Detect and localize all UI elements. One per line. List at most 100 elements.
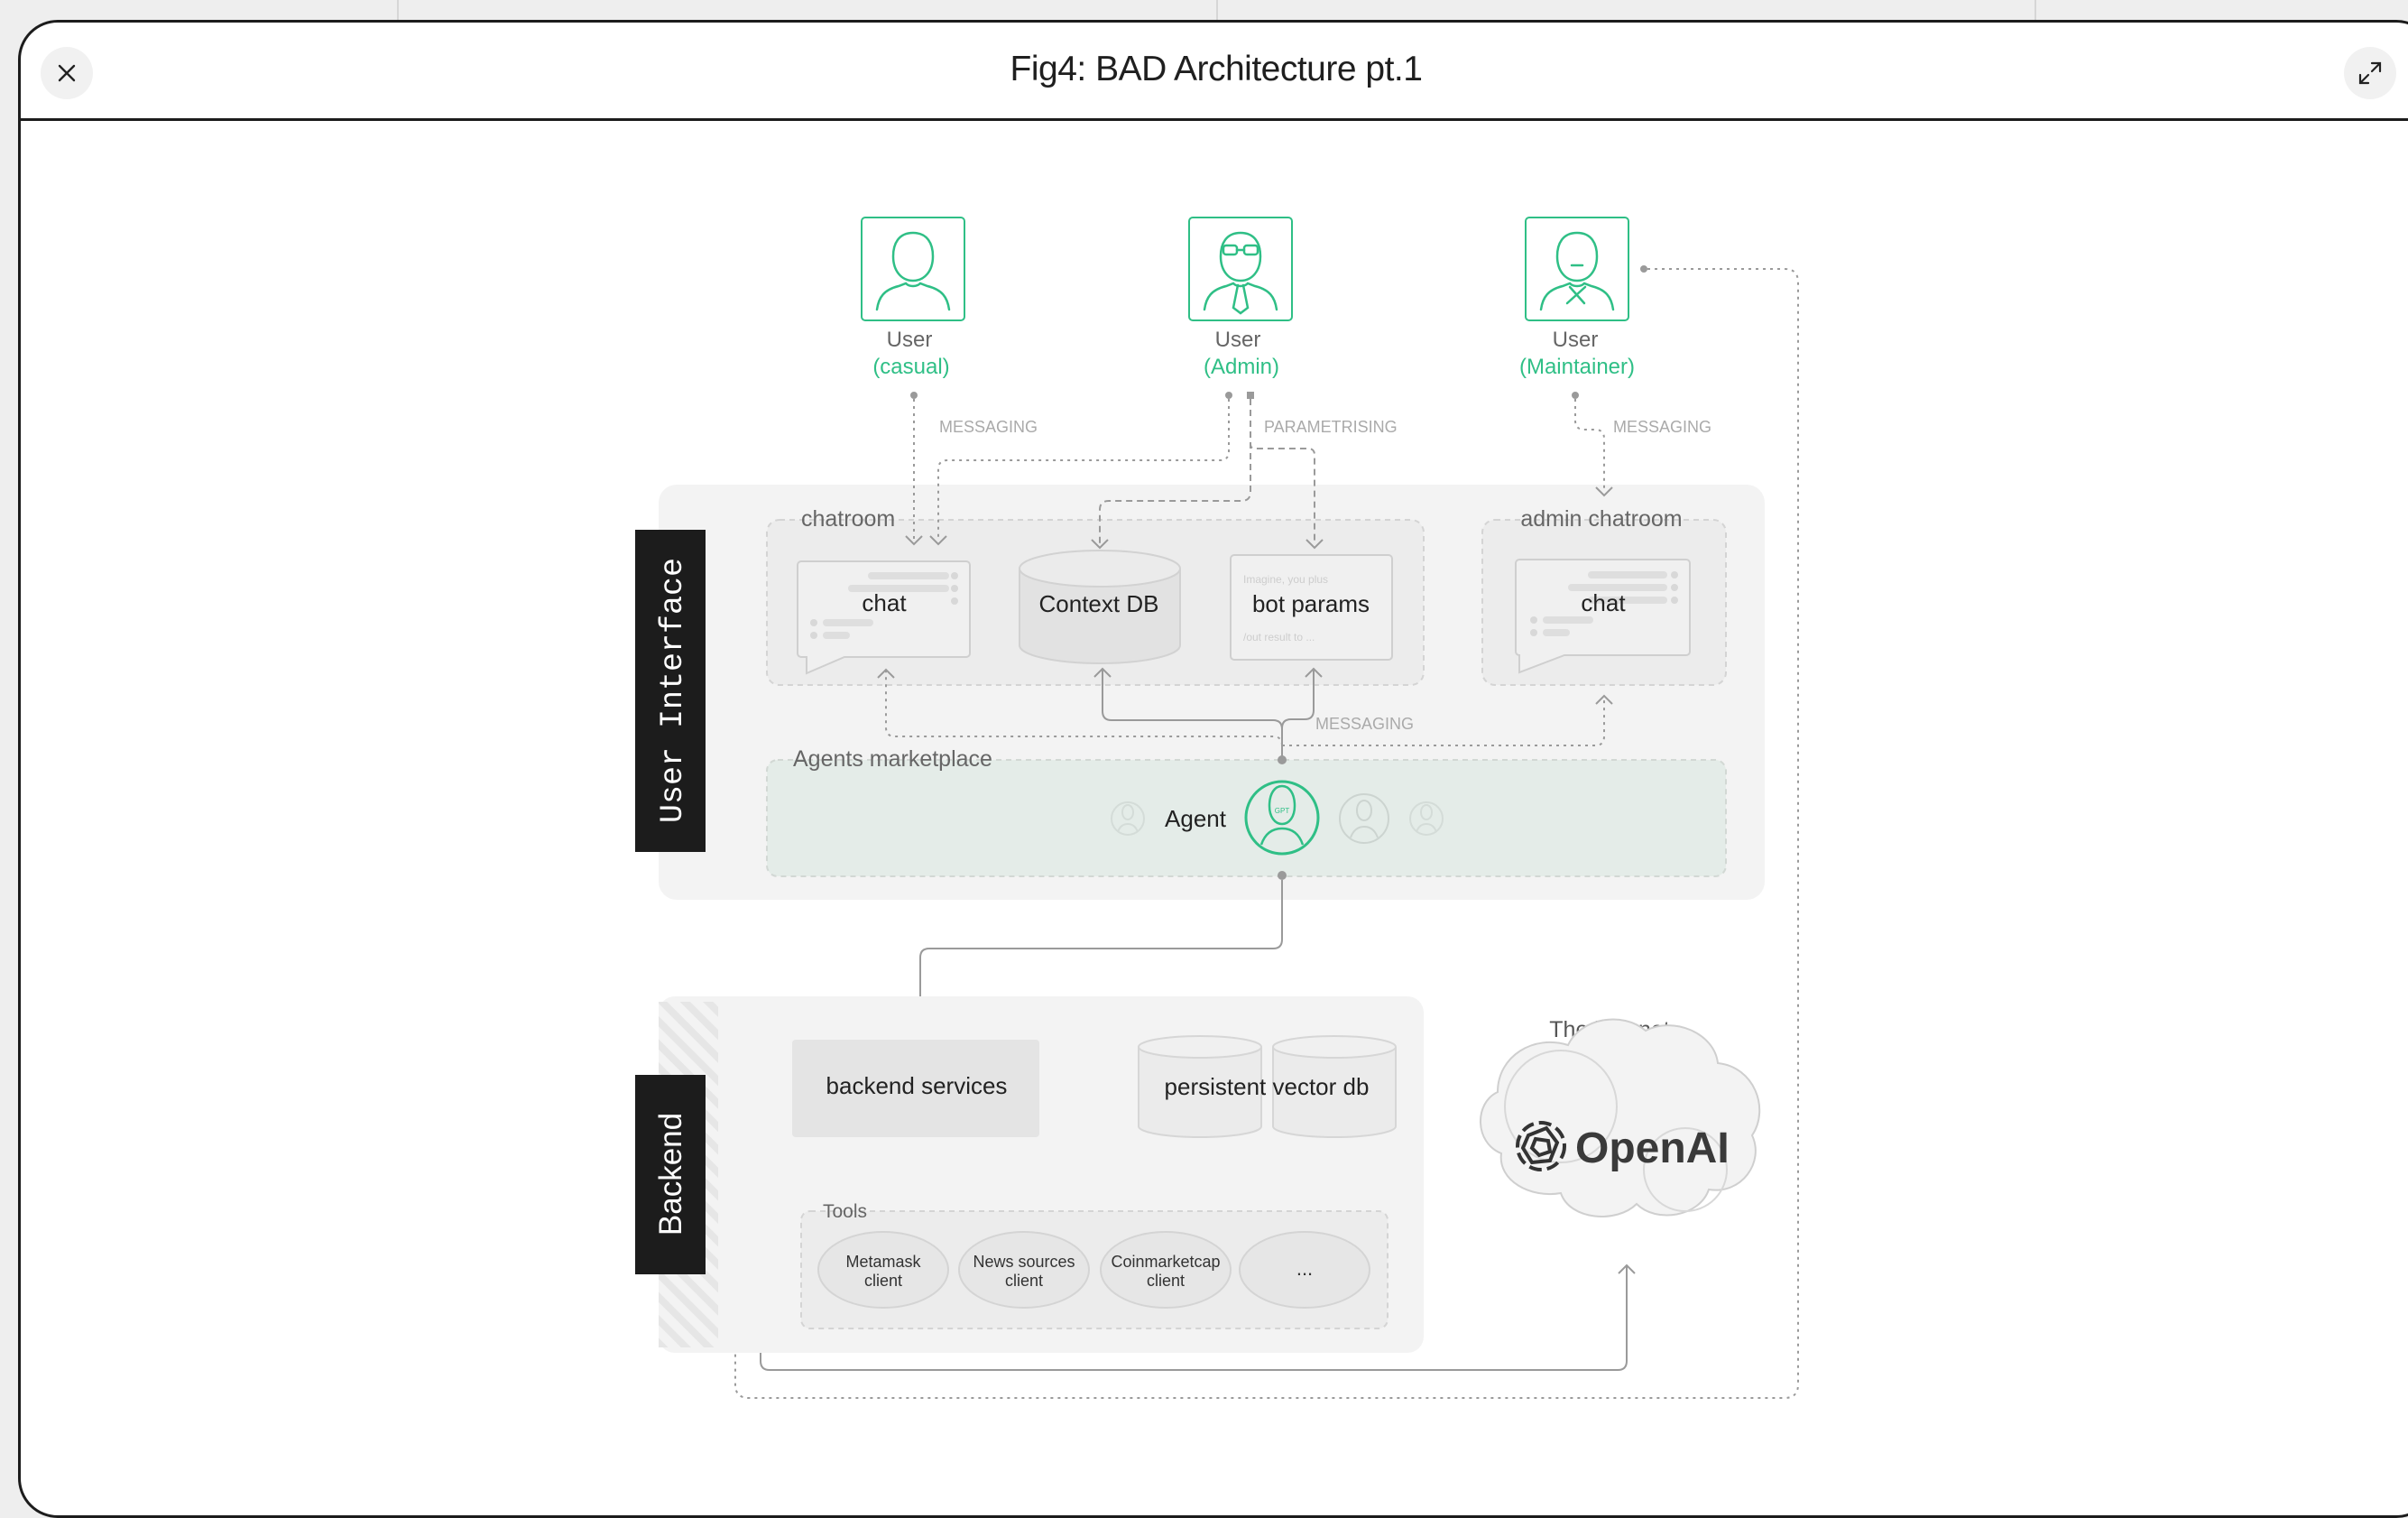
user-casual-line1: User <box>887 328 933 352</box>
bot-params-label: bot params <box>1252 590 1370 617</box>
backend-label: Backend <box>653 1113 688 1236</box>
chatroom-label: chatroom <box>801 506 895 532</box>
chat-line <box>1543 629 1570 636</box>
agent-gpt-icon <box>1259 784 1305 846</box>
chat-line <box>848 585 949 592</box>
user-interface-tab <box>635 530 706 852</box>
backend-services-label: backend services <box>826 1072 1008 1099</box>
user-casual: User (casual) <box>861 217 965 379</box>
agents-marketplace-label: Agents marketplace <box>793 746 992 772</box>
backend-tab <box>635 1075 706 1274</box>
db-cylinder-left-top <box>1138 1035 1262 1059</box>
chat-dot <box>1530 616 1537 624</box>
chat-dot <box>951 572 958 579</box>
openai-wordmark: OpenAI <box>1575 1125 1730 1172</box>
persistent-db-label: persistent vector db <box>1165 1073 1370 1100</box>
db-cylinder-right <box>1272 1047 1397 1138</box>
admin-user-icon <box>1203 231 1278 315</box>
tool-label-line1: Metamask <box>845 1253 921 1271</box>
tools-area <box>800 1210 1389 1329</box>
user-maintainer-frame <box>1525 217 1629 321</box>
db-cylinder-left <box>1138 1047 1262 1138</box>
architecture-diagram: User (casual) User (Admin) User (Maintai… <box>635 217 1799 1399</box>
modal-header: Fig4: BAD Architecture pt.1 <box>21 23 2408 121</box>
tool-label-line1: ... <box>1296 1257 1313 1280</box>
close-button[interactable] <box>41 47 93 99</box>
background-columns <box>0 0 2408 27</box>
chat-line <box>823 632 850 639</box>
edge-label-messaging: MESSAGING <box>939 418 1038 436</box>
chat-dot <box>810 619 817 626</box>
chat-dot <box>951 585 958 592</box>
chat-line <box>1588 571 1667 579</box>
user-maintainer: User (Maintainer) <box>1519 217 1635 379</box>
edge-label-parametrising: PARAMETRISING <box>1264 418 1398 436</box>
agent-badge: GPT <box>1275 807 1290 815</box>
admin-chat-box[interactable]: chat <box>1515 559 1691 674</box>
internet-cloud <box>1480 1018 1761 1217</box>
tool-metamask-client[interactable]: Metamask client <box>817 1231 949 1309</box>
column-divider <box>1216 0 1218 27</box>
tool-ellipse <box>1100 1231 1232 1309</box>
tool-ellipse <box>1239 1231 1370 1309</box>
chat-label: chat <box>862 589 907 616</box>
bot-params-box[interactable]: Imagine, you plus /out result to ... bot… <box>1230 554 1393 661</box>
tool-label-line1: News sources <box>973 1253 1075 1271</box>
chat-dot <box>810 632 817 639</box>
context-db[interactable]: Context DB <box>1019 550 1181 664</box>
user-casual-frame <box>861 217 965 321</box>
tool-coinmarketcap-client[interactable]: Coinmarketcap client <box>1100 1231 1232 1309</box>
column-divider <box>397 0 399 27</box>
agent-circle <box>1244 780 1320 856</box>
agent-faded-icon <box>1409 801 1444 836</box>
agent-label: Agent <box>1165 805 1227 832</box>
context-db-top <box>1019 550 1181 588</box>
user-admin-line2: (Admin) <box>1204 355 1279 379</box>
tool-label-line2: client <box>864 1272 902 1290</box>
user-maintainer-line1: User <box>1553 328 1599 352</box>
tool-news-sources-client[interactable]: News sources client <box>958 1231 1090 1309</box>
chat-dot <box>1671 597 1678 604</box>
maintainer-user-icon <box>1539 231 1615 311</box>
edge-label-messaging: MESSAGING <box>1315 715 1414 733</box>
tool-label-line1: Coinmarketcap <box>1111 1253 1220 1271</box>
chat-dot <box>1671 571 1678 579</box>
chat-dot <box>1671 584 1678 591</box>
bot-params-hint-2: /out result to ... <box>1243 631 1315 643</box>
user-maintainer-line2: (Maintainer) <box>1519 355 1635 379</box>
chat-line <box>868 572 949 579</box>
tool-label-line2: client <box>1147 1272 1185 1290</box>
user-admin: User (Admin) <box>1188 217 1293 379</box>
admin-chatroom-label: admin chatroom <box>1520 506 1682 532</box>
tool-label-line2: client <box>1005 1272 1043 1290</box>
modal-title: Fig4: BAD Architecture pt.1 <box>1010 50 1423 88</box>
expand-button[interactable] <box>2344 47 2396 99</box>
tool-more[interactable]: ... <box>1239 1231 1370 1309</box>
admin-chat-label: chat <box>1581 589 1626 616</box>
close-icon <box>58 64 76 82</box>
chat-line <box>823 619 873 626</box>
chat-box[interactable]: chat <box>797 560 971 675</box>
expand-icon <box>2358 61 2382 85</box>
user-admin-line1: User <box>1215 328 1261 352</box>
backend-services[interactable]: backend services <box>792 1040 1039 1137</box>
agent-gpt[interactable]: GPT <box>1244 780 1320 856</box>
agent-faded-icon <box>1339 793 1389 844</box>
chat-line <box>1588 597 1667 604</box>
chat-dot <box>951 597 958 605</box>
agent-faded-icon <box>1111 801 1145 836</box>
persistent-vector-db[interactable]: persistent vector db <box>1138 1035 1397 1138</box>
context-db-body <box>1019 569 1181 664</box>
tools-label: Tools <box>823 1201 867 1222</box>
tool-ellipse <box>817 1231 949 1309</box>
chat-dot <box>1530 629 1537 636</box>
column-divider <box>2034 0 2036 27</box>
user-interface-label: User Interface <box>655 558 691 823</box>
chat-line <box>1568 584 1667 591</box>
user-admin-frame <box>1188 217 1293 321</box>
bot-params-frame <box>1230 554 1393 661</box>
openai-logo-icon <box>1516 1121 1566 1171</box>
chat-line <box>1543 616 1593 624</box>
backend-services-box <box>792 1040 1039 1137</box>
user-casual-line2: (casual) <box>872 355 949 379</box>
